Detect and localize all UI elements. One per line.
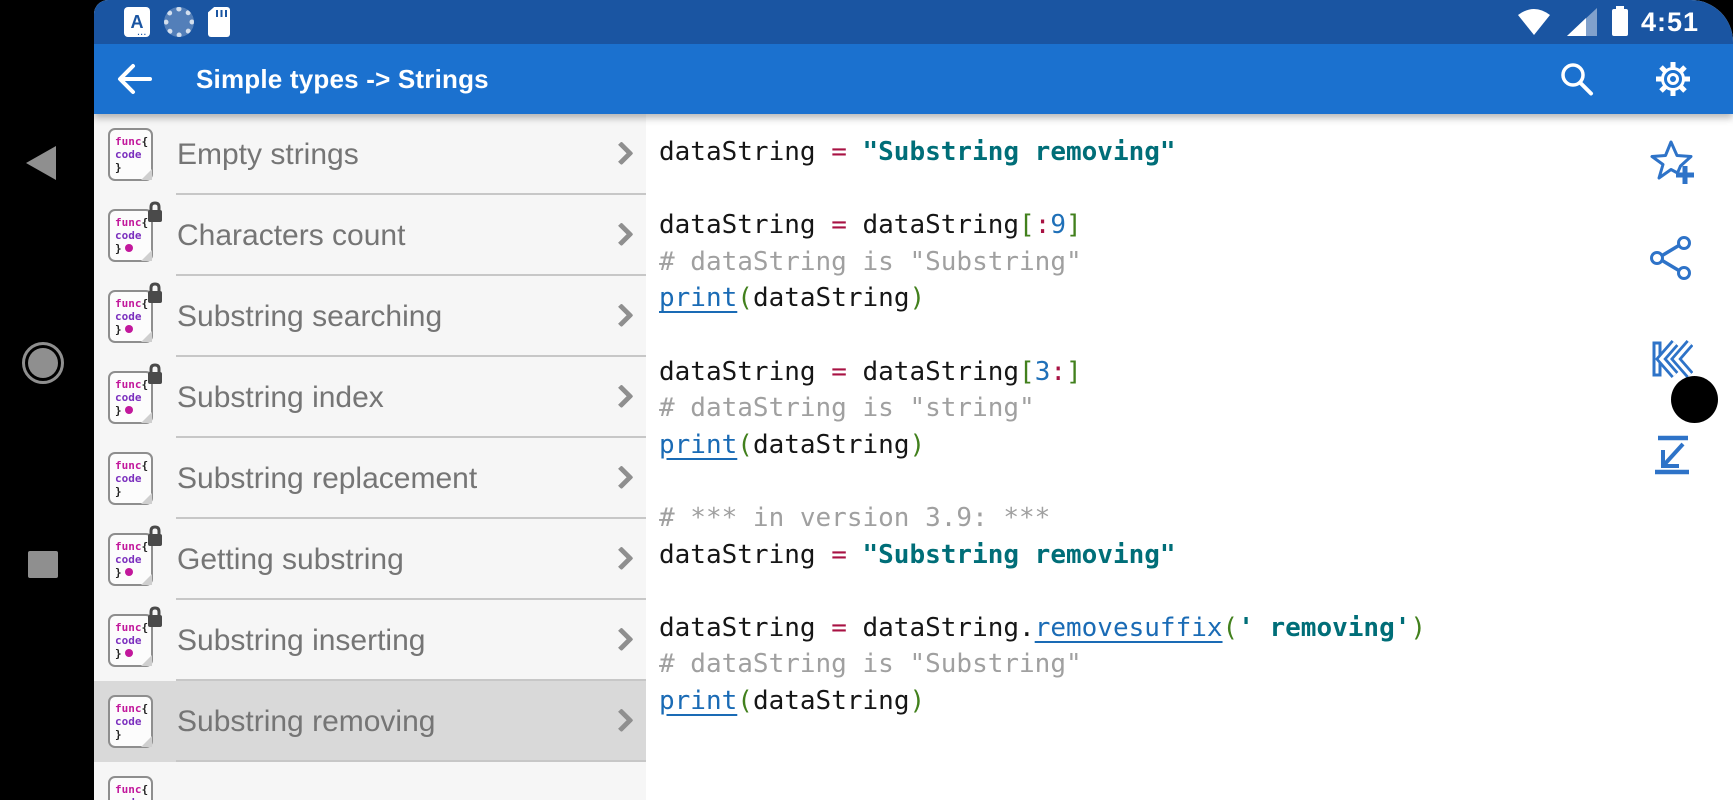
chevron-right-icon [609, 383, 634, 408]
code-block: dataString = dataString[3:] # dataString … [659, 354, 1733, 464]
func-code-doc-icon: func{ code } [108, 606, 162, 667]
status-notification-icons: A... [124, 7, 230, 37]
sidebar-topic-item[interactable]: func{ code } Empty strings [94, 114, 646, 195]
code-line: # dataString is "Substring" [659, 649, 1082, 680]
sidebar-topic-item[interactable]: func{ code } Substring removing [94, 681, 646, 762]
list-divider [176, 355, 646, 357]
list-divider [176, 598, 646, 600]
code-line: dataString = dataString[3:] [659, 356, 1082, 387]
chevron-right-icon [609, 626, 634, 651]
status-time: 4:51 [1640, 6, 1699, 37]
settings-gear-icon[interactable] [1651, 57, 1695, 101]
spinner-notification-icon [164, 7, 194, 37]
code-block: dataString = dataString[:9] # dataString … [659, 207, 1733, 317]
code-line: # dataString is "Substring" [659, 246, 1082, 277]
chevron-right-icon [609, 464, 634, 489]
code-block: # *** in version 3.9: *** dataString = "S… [659, 500, 1733, 573]
chevron-right-icon [609, 302, 634, 327]
func-code-doc-icon: func{ code } [108, 452, 153, 505]
sidebar-topic-item[interactable]: func{ code } Characters count [94, 195, 646, 276]
device-screen: A... 4:51 Simple types -> Strings [94, 0, 1733, 800]
sidebar-topic-label: Empty strings [177, 137, 359, 171]
sidebar-topic-item[interactable]: func{ code } Getting substring [94, 519, 646, 600]
list-divider [176, 760, 646, 762]
func-code-doc-icon: func{ code } [108, 776, 153, 800]
func-code-doc-icon: func{ code } [108, 201, 162, 262]
add-favorite-star-icon[interactable] [1645, 138, 1697, 193]
battery-icon [1611, 5, 1628, 36]
func-code-doc-icon: func{ code } [108, 128, 153, 181]
sidebar-topic-label: Substring removing [177, 704, 436, 738]
lock-icon [148, 525, 162, 546]
code-block: dataString = "Substring removing" [659, 134, 1733, 171]
chevron-right-icon [609, 545, 634, 570]
func-code-doc-icon: func{ code } [108, 695, 153, 748]
chevron-right-icon [609, 140, 634, 165]
app-bar: Simple types -> Strings [94, 44, 1733, 114]
lock-icon [148, 282, 162, 303]
list-divider [176, 517, 646, 519]
jump-to-end-icon[interactable] [1651, 434, 1693, 479]
list-divider [176, 436, 646, 438]
search-icon[interactable] [1557, 60, 1595, 98]
sd-card-icon [208, 7, 230, 37]
sidebar-topic-item[interactable]: func{ code } Substring replacement [94, 438, 646, 519]
screen-overlay-black-circle[interactable] [1671, 376, 1718, 423]
lock-icon [148, 201, 162, 222]
list-divider [176, 193, 646, 195]
share-icon[interactable] [1649, 236, 1693, 283]
code-line: print(dataString) [659, 429, 926, 460]
sidebar-topic-label: Characters count [177, 218, 406, 252]
sidebar-topic-item[interactable]: func{ code } [94, 762, 646, 800]
sidebar-topic-label: Substring index [177, 380, 384, 414]
list-divider [176, 274, 646, 276]
a-badge-notification-icon: A... [124, 7, 150, 37]
sidebar-topic-label: Substring inserting [177, 623, 426, 657]
code-line: dataString = "Substring removing" [659, 539, 1176, 570]
lock-icon [148, 363, 162, 384]
code-panel[interactable]: dataString = "Substring removing" dataStr… [646, 114, 1733, 800]
sidebar-topic-label: Getting substring [177, 542, 404, 576]
android-recents-button[interactable] [28, 551, 58, 578]
topics-sidebar[interactable]: func{ code } Empty strings func{ code } [94, 114, 646, 800]
func-code-doc-icon: func{ code } [108, 363, 162, 424]
code-line: dataString = dataString[:9] [659, 210, 1082, 241]
code-line: dataString = "Substring removing" [659, 137, 1176, 167]
sidebar-topic-label: Substring searching [177, 299, 443, 333]
code-line: print(dataString) [659, 685, 926, 716]
skip-to-start-icon[interactable] [1651, 340, 1694, 381]
cell-signal-icon [1566, 8, 1597, 36]
func-code-doc-icon: func{ code } [108, 525, 162, 586]
sidebar-topic-item[interactable]: func{ code } Substring searching [94, 276, 646, 357]
chevron-right-icon [609, 221, 634, 246]
android-home-button[interactable] [22, 342, 64, 384]
chevron-right-icon [609, 707, 634, 732]
status-bar: A... 4:51 [94, 0, 1733, 44]
lock-icon [148, 606, 162, 627]
android-back-button[interactable] [26, 146, 56, 180]
page-title: Simple types -> Strings [196, 63, 489, 94]
code-line: print(dataString) [659, 283, 926, 314]
code-block: dataString = dataString.removesuffix(' r… [659, 610, 1733, 720]
sidebar-topic-item[interactable]: func{ code } Substring inserting [94, 600, 646, 681]
list-divider [176, 679, 646, 681]
sidebar-topic-item[interactable]: func{ code } Substring index [94, 357, 646, 438]
code-line: # dataString is "string" [659, 393, 1035, 424]
sidebar-topic-label: Substring replacement [177, 461, 478, 495]
back-arrow-icon[interactable] [116, 62, 154, 96]
code-line: dataString = dataString.removesuffix(' r… [659, 612, 1427, 643]
wifi-icon [1517, 9, 1550, 35]
code-line: # *** in version 3.9: *** [659, 502, 1051, 533]
android-nav-bar [0, 0, 94, 800]
func-code-doc-icon: func{ code } [108, 282, 162, 343]
